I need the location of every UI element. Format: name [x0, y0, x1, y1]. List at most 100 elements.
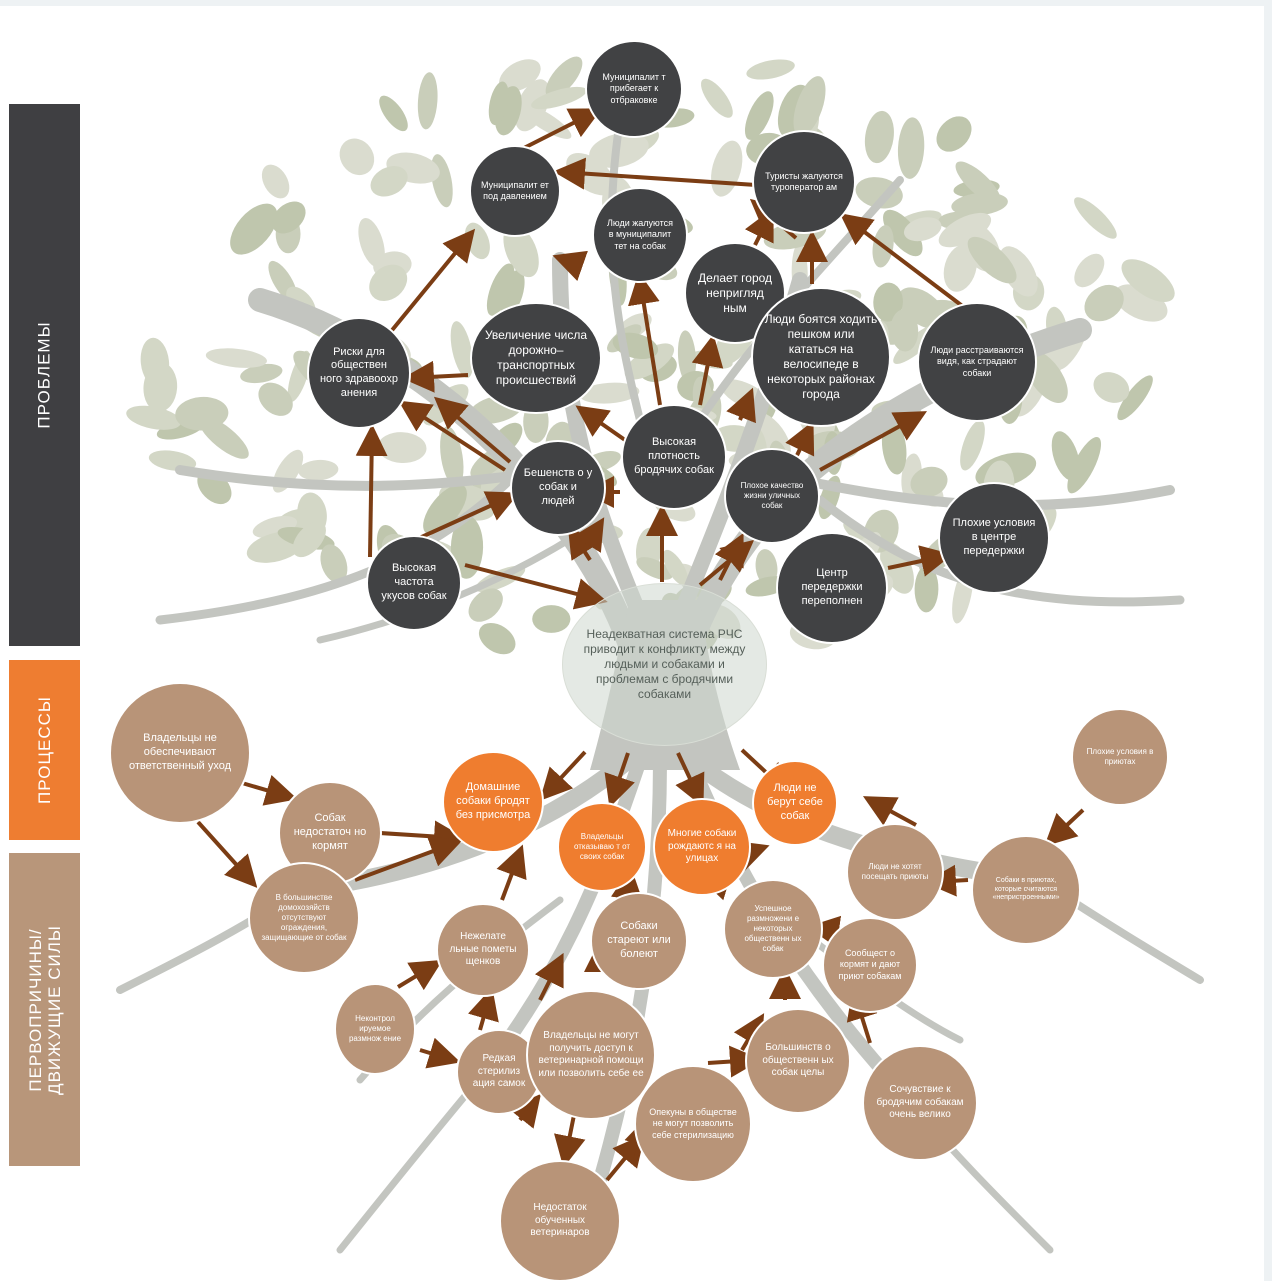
node-underfed-text: Собак недостаточ но кормят: [293, 812, 367, 852]
root-causes-label: ПЕРВОПРИЧИНЫ/ДВИЖУЩИЕ СИЛЫ: [26, 925, 64, 1095]
leaf: [677, 330, 697, 385]
arrow: [433, 396, 512, 464]
leaf: [864, 110, 894, 164]
node-uncontrolled-breeding-text: Неконтрол ируемое размнож ение: [348, 1014, 402, 1043]
branch: [607, 116, 644, 424]
node-rare-sterilization-text: Редкая стерилиз ация самок: [472, 1053, 526, 1090]
node-public-health-risks: Риски для обществен ного здравоохр анени…: [307, 317, 411, 429]
node-community-breeding: Успешное размножени е некоторых обществе…: [723, 879, 823, 979]
section-label-processes: ПРОЦЕССЫ: [9, 660, 80, 840]
arrow: [698, 539, 755, 587]
arrow: [604, 752, 635, 808]
leaf: [261, 164, 290, 199]
leaf: [358, 217, 385, 268]
root-causes-label-line2: ДВИЖУЩИЕ СИЛЫ: [44, 924, 64, 1095]
leaf: [478, 622, 516, 655]
leaf: [744, 91, 774, 140]
arrow: [819, 411, 928, 472]
arrow: [573, 517, 605, 553]
leaf: [701, 78, 733, 118]
node-people-dont-adopt-text: Люди не берут себе собак: [767, 782, 823, 822]
leaf: [545, 56, 583, 98]
node-people-upset: Люди расстраиваются видя, как страдают с…: [917, 302, 1037, 422]
node-municipality-culls-text: Муниципалит т прибегает к отбраковке: [602, 72, 666, 105]
node-few-vets: Недостаток обученных ветеринаров: [499, 1160, 621, 1281]
node-public-health-risks-text: Риски для обществен ного здравоохр анени…: [319, 345, 399, 399]
leaf: [532, 605, 571, 633]
node-no-visit-shelters: Люди не хотят посещать приюты: [846, 823, 944, 921]
leaf: [624, 343, 675, 380]
arrow: [468, 987, 499, 1031]
node-core-problem-text: Неадекватная система РЧС приводит к конф…: [583, 627, 746, 701]
leaf: [450, 515, 484, 579]
node-owners-no-care-text: Владельцы не обеспечивают ответственный …: [128, 732, 232, 772]
arrow: [519, 108, 603, 152]
arrow: [414, 491, 520, 542]
node-shelter-poor-text: Плохие условия в приютах: [1086, 747, 1154, 766]
leaf: [938, 212, 992, 248]
leaf: [369, 264, 408, 301]
node-no-vet-access-text: Владельцы не могут получить доступ к вет…: [538, 1030, 644, 1079]
arrow: [419, 1037, 461, 1069]
arrow: [1044, 808, 1085, 847]
leaf: [873, 282, 903, 322]
leaf: [903, 217, 942, 242]
node-shelter-overcrowded: Центр передержки переполнен: [776, 532, 888, 644]
arrow: [539, 750, 587, 801]
node-poor-shelter-conditions-text: Плохие условия в центре передержки: [952, 517, 1036, 557]
node-no-fences: В большинстве домохозяйств отсутствуют о…: [248, 862, 360, 974]
leaf: [1121, 259, 1175, 302]
node-people-complain-text: Люди жалуются в муниципалит тет на собак: [607, 218, 673, 251]
node-high-bite-rate-text: Высокая частота укусов собак: [381, 562, 447, 602]
node-few-vets-text: Недостаток обученных ветеринаров: [530, 1202, 590, 1239]
leaf: [298, 459, 339, 481]
node-no-fences-text: В большинстве домохозяйств отсутствуют о…: [261, 893, 347, 942]
node-high-sympathy-text: Сочувствие к бродячим собакам очень вели…: [876, 1084, 964, 1121]
arrow: [402, 360, 469, 393]
arrow: [726, 387, 756, 424]
branch: [336, 1086, 474, 1254]
node-poor-quality-of-life: Плохое качество жизни уличных собак: [724, 448, 820, 544]
leaf: [417, 72, 438, 130]
node-community-feeding-text: Сообщест о кормят и дают приют собакам: [838, 948, 902, 981]
leaf: [1117, 375, 1153, 421]
leaf: [440, 426, 464, 488]
leaf: [955, 161, 1001, 205]
node-dogs-roam-text: Домашние собаки бродят без присмотра: [455, 781, 531, 821]
leaf: [240, 363, 283, 384]
arrow: [241, 774, 298, 806]
leaf: [967, 236, 1017, 284]
leaf: [910, 466, 948, 498]
node-high-bite-rate: Высокая частота укусов собак: [366, 535, 462, 631]
leaf: [258, 382, 293, 416]
leaf: [339, 138, 375, 176]
leaf: [272, 201, 306, 234]
root-causes-label-line1: ПЕРВОПРИЧИНЫ/: [25, 927, 45, 1092]
arrow: [553, 157, 757, 190]
leaf: [370, 166, 408, 197]
arrow: [382, 228, 476, 342]
node-dogs-roam: Домашние собаки бродят без присмотра: [442, 751, 544, 853]
leaf: [883, 209, 923, 257]
leaf: [897, 117, 925, 179]
arrow: [675, 752, 705, 808]
node-cannot-afford-text: Опекуны в обществе не могут позволить се…: [649, 1107, 737, 1140]
node-shelter-overcrowded-text: Центр передержки переполнен: [801, 567, 863, 607]
node-high-density: Высокая плотность бродячих собак: [621, 404, 727, 510]
node-tourists-complain: Туристы жалуются туроператор ам: [752, 130, 856, 234]
node-community-intact: Большинств о общественн ых собак целы: [745, 1008, 851, 1114]
node-core-problem: Неадекватная система РЧС приводит к конф…: [562, 583, 767, 746]
leaf: [531, 86, 587, 110]
leaf: [205, 348, 267, 368]
arrow: [575, 405, 627, 442]
section-label-problems: ПРОБЛЕМЫ: [9, 104, 80, 646]
node-rabies-text: Бешенств о у собак и людей: [523, 467, 593, 507]
node-unwanted-litters: Нежелате льные пометы щенков: [436, 903, 530, 997]
node-community-breeding-text: Успешное размножени е некоторых обществе…: [744, 904, 802, 953]
node-traffic-accidents-text: Увеличение числа дорожно–транспортных пр…: [484, 328, 588, 387]
leaf: [1074, 253, 1105, 288]
leaf: [503, 224, 539, 278]
node-owners-no-care: Владельцы не обеспечивают ответственный …: [109, 682, 251, 824]
node-aging-sick: Собаки стареют или болеют: [590, 892, 688, 990]
node-poor-quality-of-life-text: Плохое качество жизни уличных собак: [740, 481, 804, 510]
